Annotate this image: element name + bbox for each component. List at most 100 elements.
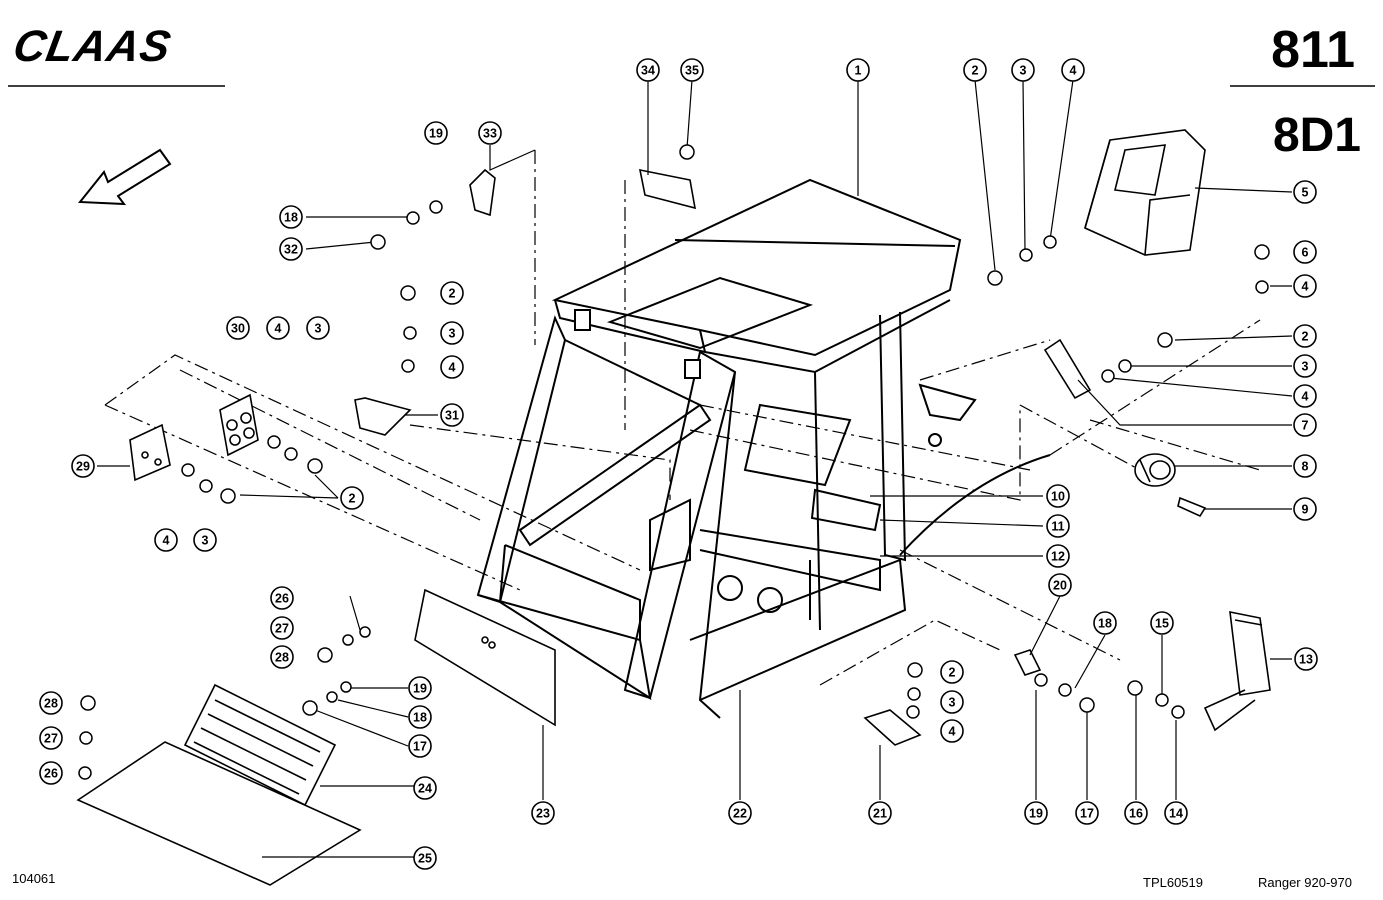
callout-number: 9 (1302, 503, 1309, 517)
callout-circle (39, 761, 63, 785)
callout-circle (1293, 497, 1317, 521)
callout-circle (531, 801, 555, 825)
callout-circle (270, 645, 294, 669)
callout-number: 25 (418, 852, 432, 866)
callout-circle (1046, 484, 1070, 508)
callout-circle (868, 801, 892, 825)
callout-number: 31 (445, 409, 459, 423)
callout-number: 17 (1080, 807, 1094, 821)
callout-circle (413, 776, 437, 800)
callout-number: 15 (1155, 617, 1169, 631)
callout-number: 3 (202, 534, 209, 548)
callout-number: 27 (44, 732, 58, 746)
callout-35: 35 (680, 58, 704, 82)
callout-13: 13 (1294, 647, 1318, 671)
callout-circle (270, 616, 294, 640)
callout-circle (1048, 573, 1072, 597)
callout-circle (728, 801, 752, 825)
callout-26: 26 (270, 586, 294, 610)
callout-18: 18 (1093, 611, 1117, 635)
callout-3: 3 (193, 528, 217, 552)
callout-circle (1293, 384, 1317, 408)
callout-19: 19 (424, 121, 448, 145)
callout-3: 3 (306, 316, 330, 340)
leader-lines (97, 79, 1293, 858)
callout-circle (1293, 324, 1317, 348)
callout-number: 26 (275, 592, 289, 606)
callout-circle (440, 403, 464, 427)
callout-number: 2 (972, 64, 979, 78)
callout-number: 5 (1302, 186, 1309, 200)
callout-4: 4 (266, 316, 290, 340)
callout-circle (1293, 180, 1317, 204)
callout-number: 3 (949, 696, 956, 710)
direction-arrow-icon (77, 148, 172, 206)
callout-number: 23 (536, 807, 550, 821)
part-cover-box (1084, 129, 1206, 256)
part-plate (1043, 338, 1092, 400)
callout-circle (1293, 274, 1317, 298)
hardware (78, 144, 1270, 780)
callout-18: 18 (408, 705, 432, 729)
callout-circle (39, 691, 63, 715)
callout-number: 13 (1299, 653, 1313, 667)
callout-circle (408, 705, 432, 729)
part-light-34 (638, 168, 697, 210)
group-code: 8D1 (1272, 109, 1361, 162)
callout-circle (1293, 413, 1317, 437)
callout-circle (1061, 58, 1085, 82)
callout-16: 16 (1124, 801, 1148, 825)
callout-number: 4 (163, 534, 170, 548)
callout-18: 18 (279, 205, 303, 229)
part-grommet (1134, 453, 1176, 487)
callout-circle (279, 237, 303, 261)
callout-number: 24 (418, 782, 432, 796)
callout-circle (226, 316, 250, 340)
callout-circle (408, 676, 432, 700)
callout-3: 3 (440, 321, 464, 345)
assembly-lines (104, 150, 1261, 686)
callout-number: 20 (1053, 579, 1067, 593)
callout-2: 2 (1293, 324, 1317, 348)
callout-2: 2 (940, 660, 964, 684)
callout-number: 21 (873, 807, 887, 821)
callout-circle (846, 58, 870, 82)
callout-number: 3 (1020, 64, 1027, 78)
callout-number: 3 (449, 327, 456, 341)
part-bracket-20 (1013, 649, 1042, 676)
callout-circle (1024, 801, 1048, 825)
callout-number: 33 (483, 127, 497, 141)
callout-number: 4 (1302, 280, 1309, 294)
callout-circle (71, 454, 95, 478)
callout-2: 2 (440, 281, 464, 305)
callout-circle (1164, 801, 1188, 825)
callout-circle (1124, 801, 1148, 825)
callout-number: 18 (413, 711, 427, 725)
callout-15: 15 (1150, 611, 1174, 635)
callout-5: 5 (1293, 180, 1317, 204)
callout-14: 14 (1164, 801, 1188, 825)
callout-8: 8 (1293, 454, 1317, 478)
callout-circle (1093, 611, 1117, 635)
callout-4: 4 (1061, 58, 1085, 82)
callout-number: 4 (1302, 390, 1309, 404)
callout-number: 3 (1302, 360, 1309, 374)
callout-20: 20 (1048, 573, 1072, 597)
callout-circle (680, 58, 704, 82)
callout-26: 26 (39, 761, 63, 785)
callout-25: 25 (413, 846, 437, 870)
callout-circle (424, 121, 448, 145)
callout-number: 19 (1029, 807, 1043, 821)
callout-4: 4 (940, 719, 964, 743)
part-plate-29 (129, 423, 171, 482)
callout-circle (478, 121, 502, 145)
callout-number: 4 (275, 322, 282, 336)
part-bracket-33 (469, 168, 496, 217)
callout-circle (39, 726, 63, 750)
callout-circle (440, 321, 464, 345)
part-bracket-31 (354, 397, 412, 436)
callout-12: 12 (1046, 544, 1070, 568)
callout-number: 18 (1098, 617, 1112, 631)
callout-number: 7 (1302, 419, 1309, 433)
